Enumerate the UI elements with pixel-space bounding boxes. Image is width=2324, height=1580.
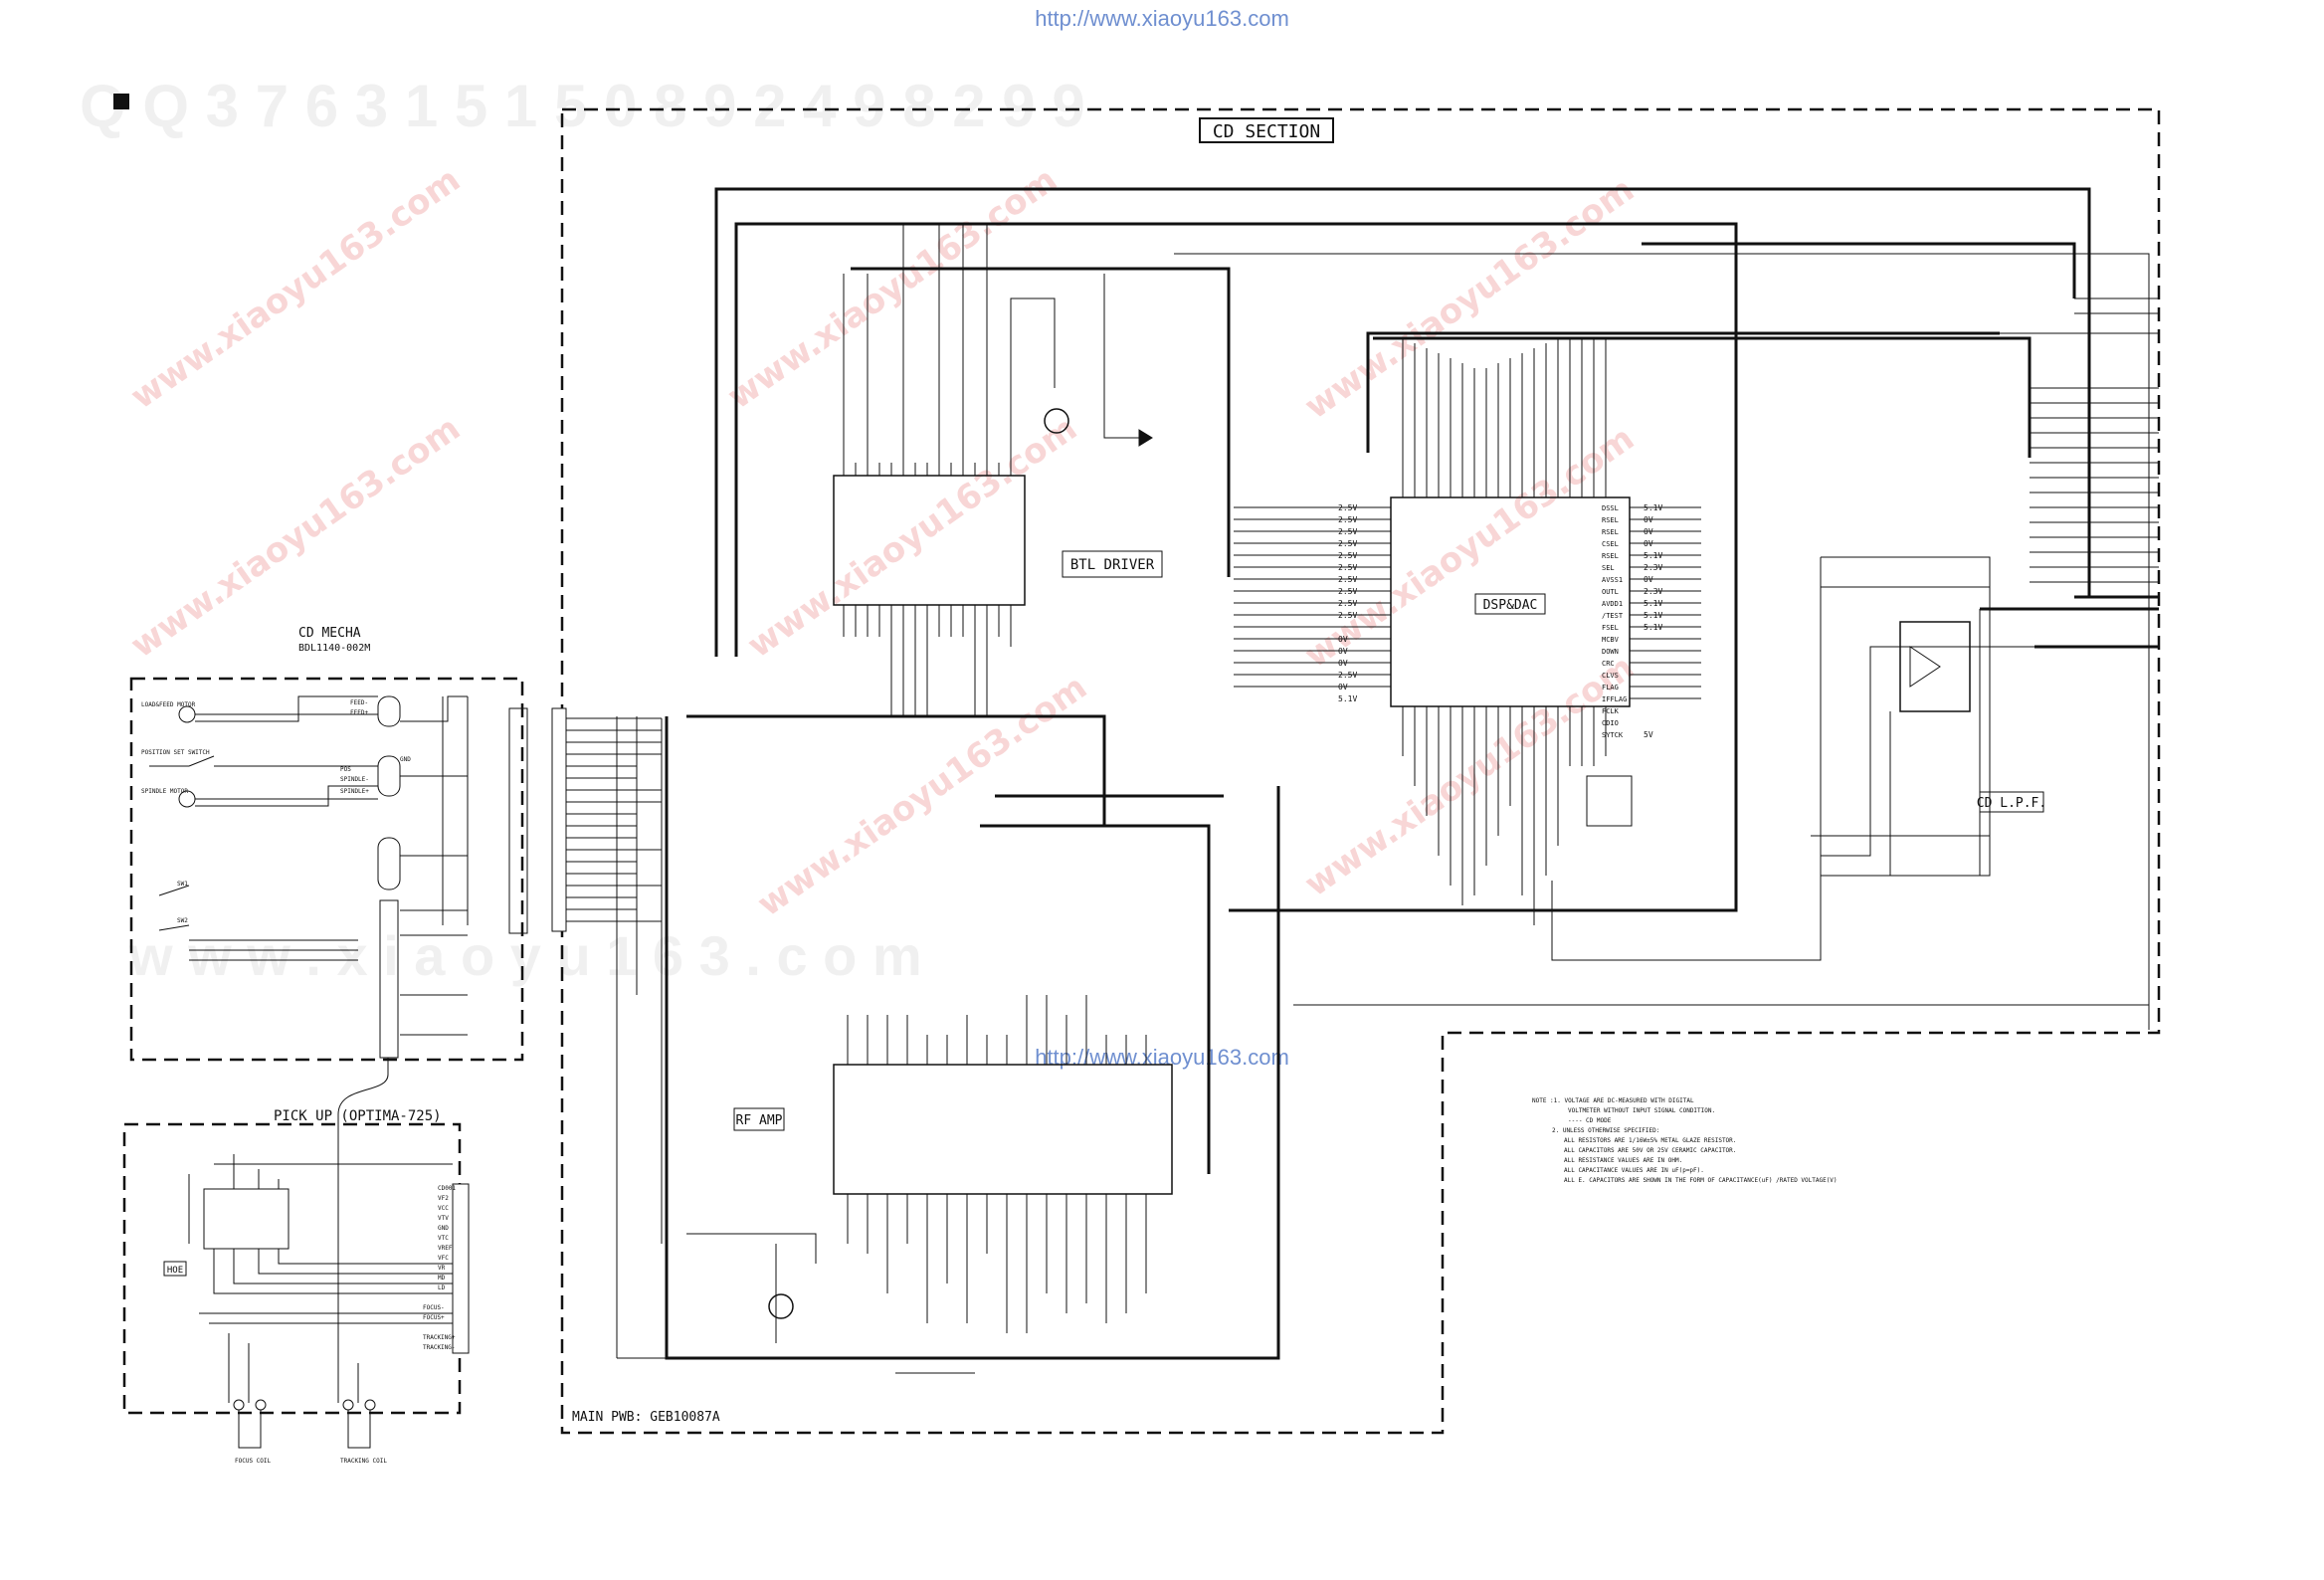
svg-text:TRACKING+: TRACKING+ bbox=[423, 1334, 456, 1341]
dsp-left-volts: 2.5V 2.5V 2.5V 2.5V 2.5V 2.5V 2.5V 2.5V … bbox=[1338, 503, 1362, 703]
focus-coil-label: FOCUS COIL bbox=[235, 1458, 272, 1465]
spindle-minus-label: SPINDLE- bbox=[340, 776, 369, 783]
rf-amp-label: RF AMP bbox=[736, 1113, 783, 1128]
svg-text:ALL CAPACITANCE VALUES ARE IN: ALL CAPACITANCE VALUES ARE IN uF(p=pF). bbox=[1564, 1167, 1704, 1174]
svg-text:ALL E. CAPACITORS ARE SHOWN IN: ALL E. CAPACITORS ARE SHOWN IN THE FORM … bbox=[1564, 1177, 1838, 1184]
lpf-box bbox=[1979, 791, 2044, 813]
rf-amp-ic bbox=[833, 1064, 1173, 1195]
svg-text:GND: GND bbox=[438, 1225, 449, 1232]
sw1-label: SW1 bbox=[177, 881, 188, 888]
loading-motor-icon bbox=[178, 705, 196, 723]
cd-section-title: CD SECTION bbox=[1213, 121, 1320, 142]
btl-driver-ic bbox=[833, 475, 1026, 606]
pos-label: POS bbox=[340, 766, 351, 773]
feed-plus-label: FEED+ bbox=[350, 709, 368, 716]
svg-text:VR: VR bbox=[438, 1265, 446, 1272]
opamp-symbol bbox=[1909, 646, 1941, 688]
svg-text:ALL RESISTORS ARE 1/16W±5% MET: ALL RESISTORS ARE 1/16W±5% METAL GLAZE R… bbox=[1564, 1137, 1736, 1144]
feed-minus-label: FEED- bbox=[350, 699, 368, 706]
svg-text:2. UNLESS OTHERWISE SPECIFIED:: 2. UNLESS OTHERWISE SPECIFIED: bbox=[1552, 1127, 1659, 1134]
footer-url[interactable]: http://www.xiaoyu163.com bbox=[1035, 1045, 1289, 1070]
pickup-border bbox=[122, 1122, 462, 1415]
dsp-bottom-pins bbox=[1402, 706, 1607, 925]
btl-pins bbox=[843, 224, 1056, 716]
dsp-right-names: DSSL RSEL RSEL CSEL RSEL SEL AVSS1 OUTL … bbox=[1602, 504, 1632, 739]
hoe-label: HOE bbox=[167, 1266, 183, 1276]
btl-transistor bbox=[1044, 408, 1069, 434]
sw2-label: SW2 bbox=[177, 917, 188, 924]
svg-text:VOLTMETER WITHOUT INPUT SIGNAL: VOLTMETER WITHOUT INPUT SIGNAL CONDITION… bbox=[1568, 1107, 1715, 1114]
dsp-dac-box bbox=[1474, 593, 1546, 615]
notes-block: NOTE :1. VOLTAGE ARE DC-MEASURED WITH DI… bbox=[1532, 1097, 1838, 1184]
svg-text:TRACKING-: TRACKING- bbox=[423, 1344, 456, 1351]
pickup-sensor bbox=[203, 1188, 290, 1250]
pickup-pin-labels: CD001 VF2 VCC VTV GND VTC VREF VFC VR MD… bbox=[423, 1185, 456, 1351]
svg-text:VTC: VTC bbox=[438, 1235, 449, 1242]
btl-driver-label: BTL DRIVER bbox=[1070, 557, 1155, 573]
svg-text:FOCUS+: FOCUS+ bbox=[423, 1314, 445, 1321]
tracking-coil-label: TRACKING COIL bbox=[340, 1458, 387, 1465]
position-switch-label: POSITION SET SWITCH bbox=[141, 749, 210, 756]
svg-text:VTV: VTV bbox=[438, 1215, 449, 1222]
diode-symbol bbox=[1138, 429, 1153, 447]
pickup-wiring bbox=[188, 1154, 453, 1449]
pickup-connector bbox=[452, 1183, 470, 1354]
dsp-dac-label: DSP&DAC bbox=[1483, 598, 1538, 613]
crystal-block bbox=[1586, 775, 1633, 827]
mecha-wiring bbox=[149, 695, 469, 1393]
spindle-motor-label: SPINDLE MOTOR bbox=[141, 788, 188, 795]
cd-mecha-border bbox=[129, 677, 524, 1062]
btl-driver-box bbox=[1062, 550, 1163, 578]
svg-text:VFC: VFC bbox=[438, 1255, 449, 1262]
dsp-right-volts: 5.1V 0V 0V 0V 5.1V 2.3V 0V 2.3V 5.1V 5.1… bbox=[1644, 503, 1667, 739]
svg-text:NOTE :1. VOLTAGE ARE DC-MEASUR: NOTE :1. VOLTAGE ARE DC-MEASURED WITH DI… bbox=[1532, 1097, 1694, 1104]
main-bus bbox=[665, 187, 2091, 1360]
mecha-gnd-label: GND bbox=[400, 756, 411, 763]
dsp-right-pins bbox=[1630, 506, 1701, 699]
loading-motor-label: LOAD&FEED MOTOR bbox=[141, 701, 196, 708]
cd-section-box bbox=[1199, 117, 1334, 143]
cd-mecha-model: BDL1140-002M bbox=[298, 643, 370, 654]
svg-text:ALL RESISTANCE VALUES ARE IN O: ALL RESISTANCE VALUES ARE IN OHM. bbox=[1564, 1157, 1682, 1164]
main-connector bbox=[508, 707, 667, 1359]
svg-text:FOCUS-: FOCUS- bbox=[423, 1304, 445, 1311]
corner-marker bbox=[113, 94, 129, 109]
lpf-opamp bbox=[1899, 621, 1971, 712]
rf-amp-box bbox=[733, 1107, 785, 1131]
spindle-plus-label: SPINDLE+ bbox=[340, 788, 369, 795]
io-lines bbox=[1174, 253, 2159, 1030]
svg-text:VREF: VREF bbox=[438, 1245, 453, 1252]
svg-text:MD: MD bbox=[438, 1275, 446, 1282]
svg-text:ALL CAPACITORS ARE 50V OR 25V: ALL CAPACITORS ARE 50V OR 25V CERAMIC CA… bbox=[1564, 1147, 1736, 1154]
watermark-top: Q Q 3 7 6 3 1 5 1 5 0 8 9 2 4 9 8 2 9 9 bbox=[80, 73, 1085, 139]
dsp-left-pins bbox=[1234, 506, 1391, 688]
svg-text:---- CD MODE: ---- CD MODE bbox=[1568, 1117, 1612, 1124]
header-url[interactable]: http://www.xiaoyu163.com bbox=[1035, 6, 1289, 31]
rf-transistor bbox=[768, 1293, 794, 1319]
svg-text:LD: LD bbox=[438, 1284, 446, 1291]
svg-text:CD001: CD001 bbox=[438, 1185, 456, 1192]
lpf-label: CD L.P.F. bbox=[1977, 796, 2046, 811]
cd-mecha-title: CD MECHA bbox=[298, 626, 361, 641]
dsp-top-pins bbox=[1402, 338, 1607, 497]
svg-text:VCC: VCC bbox=[438, 1205, 449, 1212]
watermark-bottom: w w w . x i a o y u 1 6 3 . c o m bbox=[129, 924, 922, 987]
svg-text:VF2: VF2 bbox=[438, 1195, 449, 1202]
main-pwb-label: MAIN PWB: GEB10087A bbox=[572, 1410, 720, 1425]
hoe-box bbox=[163, 1261, 187, 1277]
pickup-title: PICK UP (OPTIMA-725) bbox=[274, 1108, 442, 1124]
cd-section-border bbox=[560, 107, 2161, 1435]
btl-feed-line bbox=[1103, 274, 1144, 439]
rf-amp-pins bbox=[847, 995, 1147, 1333]
